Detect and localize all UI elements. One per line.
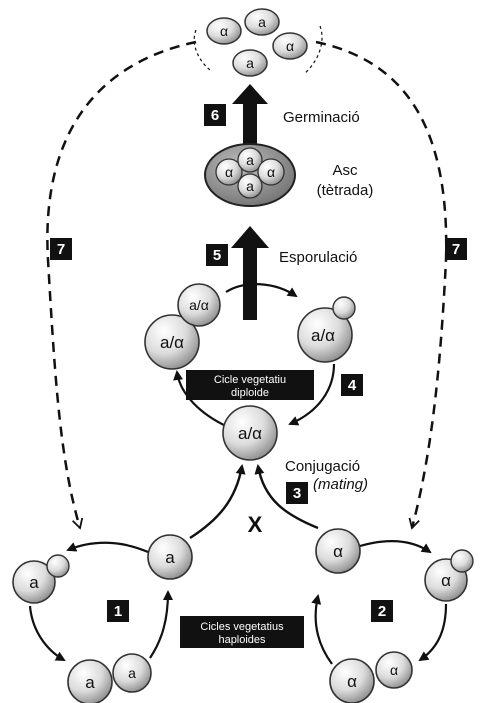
- svg-text:α: α: [267, 164, 275, 180]
- svg-text:a: a: [165, 548, 175, 567]
- svg-text:α: α: [225, 164, 233, 180]
- diploid-cycle-label-box: [186, 370, 314, 400]
- svg-text:a: a: [246, 55, 254, 71]
- spore-alpha-2: α: [272, 32, 308, 60]
- step-4-number: 4: [348, 377, 357, 394]
- step-3-number: 3: [293, 485, 301, 502]
- svg-text:α: α: [441, 571, 451, 590]
- svg-text:a/α: a/α: [189, 297, 209, 313]
- haploid-cycles-label-box: [180, 616, 304, 648]
- diploid-cycle-label-line2: diploide: [231, 387, 269, 399]
- haploid-a-arrow-right: [149, 590, 173, 659]
- svg-text:α: α: [347, 672, 357, 691]
- step-6-number: 6: [211, 107, 219, 124]
- cross-mark: X: [248, 512, 263, 537]
- svg-text:α: α: [390, 662, 398, 678]
- svg-text:a: a: [246, 178, 254, 194]
- haploid-alpha-arrow-top: [359, 540, 432, 554]
- haploid-alpha-cell: α: [315, 528, 361, 574]
- step-6-box: [204, 104, 226, 126]
- step-7-right-number: 7: [452, 241, 460, 258]
- step-4-box: [341, 374, 363, 396]
- haploid-a-cell: a: [147, 534, 193, 580]
- conjugation-arrow-a: [189, 464, 246, 540]
- germination-label: Germinació: [283, 109, 360, 126]
- spore-a-1: a: [244, 8, 280, 36]
- svg-text:a: a: [85, 673, 95, 692]
- conjugation-arrow-alpha: [254, 464, 319, 530]
- haploid-a-dividing-cell: a a: [67, 653, 152, 703]
- mating-label: (mating): [313, 476, 368, 493]
- diploid-budding-arrow: [225, 283, 298, 298]
- step-2-number: 2: [378, 603, 386, 620]
- spore-a-2: a: [232, 49, 268, 77]
- step-7-left-number: 7: [57, 241, 65, 258]
- spore-return-path-left: [46, 40, 197, 530]
- ascus-tetrad: α a α a: [204, 143, 296, 207]
- svg-text:a/α: a/α: [311, 326, 335, 345]
- haploid-cycles-label-line1: Cicles vegetatius: [200, 621, 284, 633]
- diploid-cycle-arrow-right: [288, 363, 336, 426]
- step-3-box: [286, 482, 308, 504]
- svg-text:a/α: a/α: [238, 424, 262, 443]
- step-2-box: [371, 600, 393, 622]
- svg-text:α: α: [333, 542, 343, 561]
- diploid-cell-with-bud: a/α: [297, 296, 356, 363]
- haploid-alpha-dividing-cell: α α: [329, 651, 413, 703]
- haploid-cycles-label-line2: haploides: [218, 634, 266, 646]
- step-7-left-box: [50, 238, 72, 260]
- svg-text:a: a: [29, 573, 39, 592]
- step-7-right-box: [445, 238, 467, 260]
- diploid-cycle-arrow-left: [173, 370, 229, 428]
- svg-text:α: α: [220, 23, 228, 39]
- svg-text:a: a: [258, 14, 266, 30]
- sporulation-arrow: [231, 226, 269, 320]
- step-5-box: [206, 244, 228, 266]
- svg-text:α: α: [286, 38, 294, 54]
- svg-text:a: a: [128, 665, 136, 681]
- tetrad-label: (tètrada): [317, 182, 374, 199]
- spore-alpha-1: α: [206, 17, 242, 45]
- haploid-alpha-arrow-left: [311, 594, 333, 665]
- haploid-a-arrow-left: [28, 605, 66, 661]
- haploid-a-arrow-top: [66, 541, 149, 554]
- haploid-alpha-budding-cell: α: [424, 549, 474, 602]
- diploid-zygote-cell: a/α: [222, 405, 278, 461]
- diploid-budding-cell: a/α a/α: [144, 283, 221, 370]
- step-5-number: 5: [213, 247, 221, 264]
- conjugation-label: Conjugació: [285, 458, 360, 475]
- haploid-alpha-arrow-right: [418, 603, 448, 662]
- haploid-a-budding-cell: a: [12, 554, 70, 604]
- svg-text:a/α: a/α: [160, 333, 184, 352]
- step-1-box: [107, 600, 129, 622]
- sporulation-label: Esporulació: [279, 249, 357, 266]
- spore-cluster-outline: [193, 25, 323, 75]
- ascus-label: Asc: [332, 162, 358, 179]
- step-1-number: 1: [114, 603, 122, 620]
- germination-arrow: [232, 84, 268, 146]
- diploid-cycle-label-line1: Cicle vegetatiu: [214, 374, 286, 386]
- svg-text:a: a: [246, 152, 254, 168]
